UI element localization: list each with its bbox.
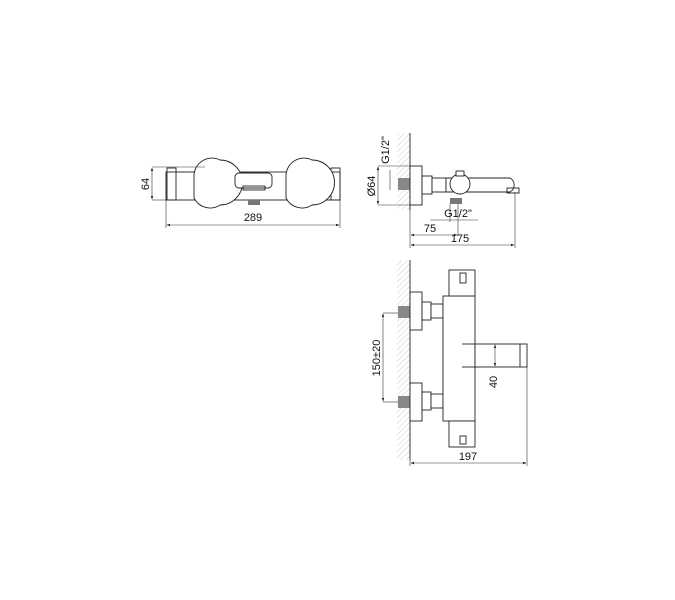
dim-175: 175 [451,233,469,245]
dim-75: 75 [424,223,436,235]
side-view: Ø64 G1/2" G1/2" 75 175 [366,133,520,248]
thread-top-dimension: G1/2" [380,136,392,164]
depth-dimension: 197 [459,451,477,463]
width-dimension: 289 [244,212,262,224]
height-dimension: 64 [140,178,152,190]
spout-dimension: 40 [488,376,500,388]
front-view: 150±20 40 197 [371,260,528,466]
spacing-dimension: 150±20 [371,340,383,377]
thread-bottom-dimension: G1/2" [444,208,472,220]
top-view: 289 64 [140,157,341,228]
diameter-dimension: Ø64 [366,176,378,197]
